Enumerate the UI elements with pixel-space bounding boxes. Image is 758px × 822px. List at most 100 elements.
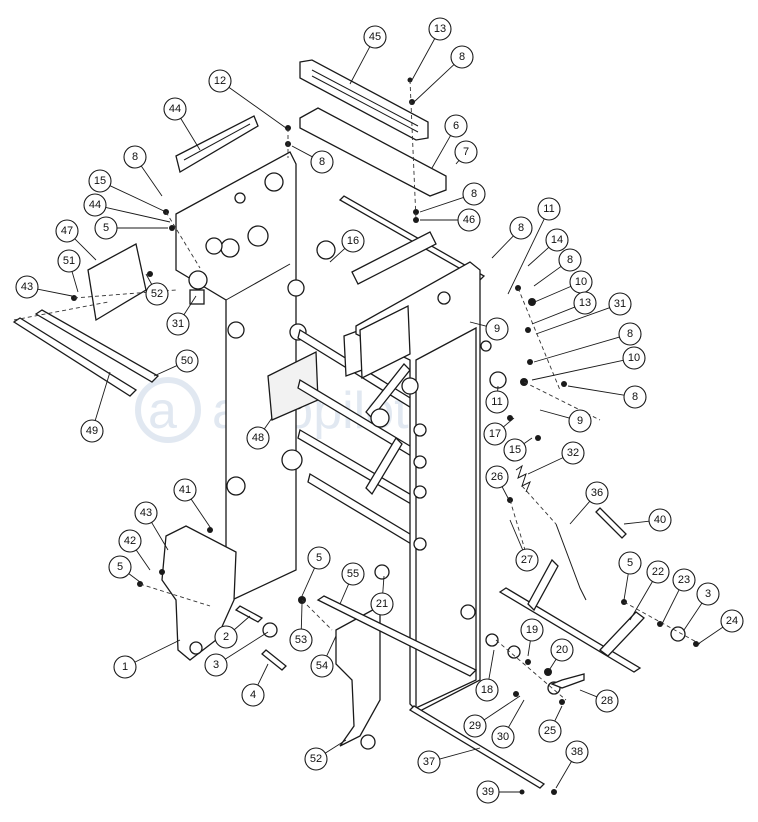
callout-label: 6 [453, 120, 459, 132]
leader-line [300, 603, 303, 630]
leader-line [134, 639, 181, 663]
callout-circle [166, 312, 190, 336]
leader-line [413, 64, 455, 103]
callout-label: 28 [601, 695, 613, 707]
callout-label: 20 [556, 644, 568, 656]
callout-circle [118, 529, 142, 553]
callout-28: 28 [579, 689, 619, 713]
callout-label: 15 [94, 175, 106, 187]
leader-line [523, 437, 533, 445]
callout-3: 3 [683, 582, 720, 631]
callout-44: 44 [163, 97, 201, 151]
callout-label: 3 [213, 659, 219, 671]
callout-label: 38 [571, 746, 583, 758]
leader-line [469, 321, 487, 327]
leader-line [140, 165, 163, 197]
callout-circle [307, 546, 331, 570]
callout-label: 5 [627, 557, 633, 569]
leader-line [339, 583, 350, 605]
right-side-frame [355, 261, 507, 713]
callout-label: 13 [434, 23, 446, 35]
leader-line [183, 295, 197, 315]
callout-20: 20 [547, 638, 574, 673]
callout-label: 12 [214, 75, 226, 87]
callout-1: 1 [113, 639, 181, 679]
bracket-52 [335, 604, 381, 750]
leader-line [431, 135, 451, 169]
callout-label: 26 [491, 471, 503, 483]
callout-circle [618, 322, 642, 346]
callout-circle [214, 625, 238, 649]
callout-circle [454, 140, 478, 164]
callout-circle [509, 216, 533, 240]
callout-39: 39 [476, 780, 520, 804]
leader-line [128, 573, 141, 583]
callout-label: 52 [151, 288, 163, 300]
callout-label: 50 [181, 355, 193, 367]
callout-label: 40 [654, 514, 666, 526]
callout-label: 46 [463, 214, 475, 226]
leader-line [623, 573, 629, 601]
callout-label: 9 [577, 415, 583, 427]
callout-label: 5 [103, 222, 109, 234]
spring-32 [515, 464, 531, 493]
callout-25: 25 [538, 705, 563, 743]
callout-circle [573, 291, 597, 315]
callout-circle [83, 193, 107, 217]
callout-circle [568, 409, 592, 433]
leader-line [349, 46, 371, 85]
callout-27: 27 [509, 519, 539, 572]
callout-label: 44 [89, 199, 101, 211]
callout-12: 12 [208, 69, 287, 129]
callout-label: 16 [347, 235, 359, 247]
callout-circle [370, 592, 394, 616]
callout-circle [163, 97, 187, 121]
callout-label: 22 [652, 566, 664, 578]
callout-label: 23 [678, 574, 690, 586]
leader-line [509, 519, 524, 551]
callout-label: 8 [632, 391, 638, 403]
leader-line [531, 359, 624, 381]
callout-circle [457, 208, 481, 232]
callout-label: 17 [489, 428, 501, 440]
callout-37: 37 [417, 747, 481, 774]
callout-8: 8 [533, 248, 582, 287]
callout-label: 25 [544, 725, 556, 737]
shaft-16 [338, 195, 486, 285]
callout-8: 8 [413, 45, 474, 103]
top-plate-6 [299, 107, 447, 197]
callout-circle [363, 25, 387, 49]
shaft-55 [316, 595, 478, 677]
leader-line [301, 567, 315, 597]
callout-label: 44 [169, 103, 181, 115]
callout-label: 55 [347, 568, 359, 580]
callout-54: 54 [310, 635, 337, 678]
callout-circle [558, 248, 582, 272]
callout-label: 31 [614, 298, 626, 310]
callout-circle [672, 568, 696, 592]
callout-circle [113, 655, 137, 679]
shafts-49-50 [12, 301, 160, 397]
callout-13: 13 [411, 17, 452, 81]
callout-label: 10 [575, 276, 587, 288]
callout-circle [88, 169, 112, 193]
callout-40: 40 [623, 508, 672, 532]
callout-3: 3 [204, 631, 269, 677]
callout-circle [123, 145, 147, 169]
callout-10: 10 [529, 270, 593, 305]
callout-circle [696, 582, 720, 606]
top-rail-45 [299, 59, 429, 141]
callout-23: 23 [661, 568, 696, 625]
watermark-logo-letter: a [148, 382, 177, 440]
leader-line [527, 247, 550, 267]
callout-14: 14 [527, 228, 569, 267]
leader-line [531, 306, 575, 325]
callout-circle [622, 346, 646, 370]
callout-circle [545, 228, 569, 252]
callout-circle [503, 438, 527, 462]
bracket-1 [161, 525, 237, 661]
leader-line [263, 417, 273, 430]
callout-label: 8 [627, 328, 633, 340]
callout-circle [538, 719, 562, 743]
callout-5: 5 [108, 555, 141, 583]
